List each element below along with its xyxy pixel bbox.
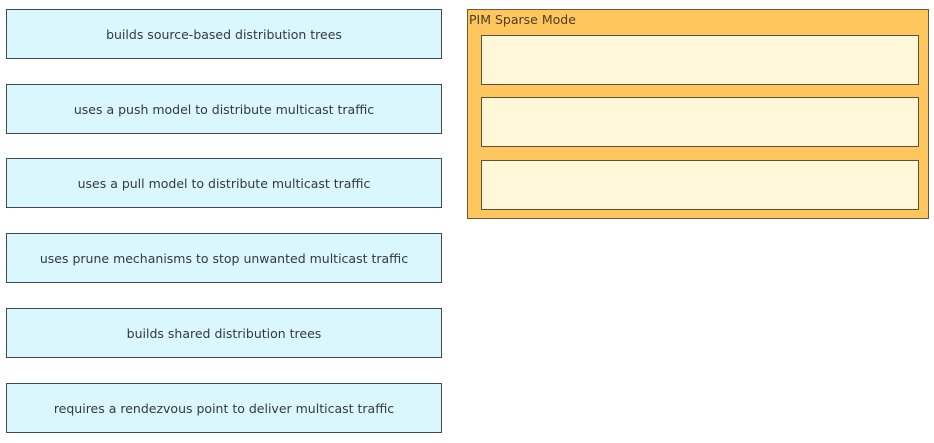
option-label: uses a push model to distribute multicas… bbox=[73, 101, 375, 117]
option-label: uses prune mechanisms to stop unwanted m… bbox=[39, 250, 409, 266]
drag-option-push-model[interactable]: uses a push model to distribute multicas… bbox=[6, 84, 442, 134]
drag-option-rendezvous-point[interactable]: requires a rendezvous point to deliver m… bbox=[6, 383, 442, 433]
drag-option-source-based-trees[interactable]: builds source-based distribution trees bbox=[6, 9, 442, 59]
target-title: PIM Sparse Mode bbox=[469, 12, 576, 27]
drop-slot-2[interactable] bbox=[481, 97, 919, 147]
drop-slot-1[interactable] bbox=[481, 35, 919, 85]
drag-option-shared-trees[interactable]: builds shared distribution trees bbox=[6, 308, 442, 358]
target-container-pim-sparse-mode: PIM Sparse Mode bbox=[467, 9, 929, 219]
option-label: uses a pull model to distribute multicas… bbox=[77, 175, 371, 191]
drag-option-prune-mechanisms[interactable]: uses prune mechanisms to stop unwanted m… bbox=[6, 233, 442, 283]
option-label: builds shared distribution trees bbox=[126, 325, 322, 341]
option-label: requires a rendezvous point to deliver m… bbox=[53, 400, 395, 416]
drop-slot-3[interactable] bbox=[481, 160, 919, 210]
option-label: builds source-based distribution trees bbox=[106, 26, 342, 42]
drag-option-pull-model[interactable]: uses a pull model to distribute multicas… bbox=[6, 158, 442, 208]
